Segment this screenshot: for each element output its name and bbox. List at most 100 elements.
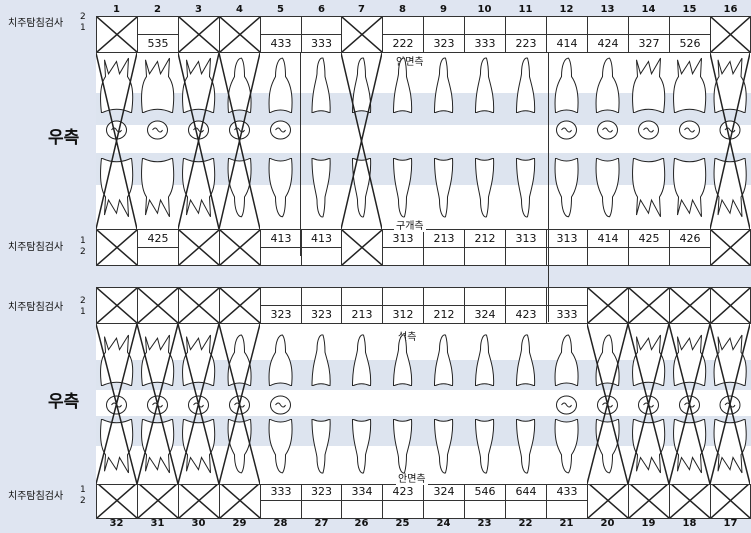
probing-depth-cell[interactable] xyxy=(464,247,506,266)
missing-tooth-cell[interactable] xyxy=(96,229,138,266)
probing-depth-cell[interactable]: 414 xyxy=(587,229,629,248)
tooth-18[interactable] xyxy=(669,324,710,484)
tooth-22[interactable] xyxy=(505,324,546,484)
tooth-9[interactable] xyxy=(423,53,464,229)
missing-tooth-cell[interactable] xyxy=(710,16,751,53)
probing-depth-cell[interactable] xyxy=(464,16,506,35)
tooth-32[interactable] xyxy=(96,324,137,484)
tooth-26[interactable] xyxy=(341,324,382,484)
probing-depth-cell[interactable] xyxy=(546,16,588,35)
missing-tooth-cell[interactable] xyxy=(178,16,220,53)
probing-depth-cell[interactable] xyxy=(464,500,506,519)
missing-tooth-cell[interactable] xyxy=(669,482,711,519)
probing-depth-cell[interactable] xyxy=(301,16,342,35)
probing-depth-cell[interactable]: 433 xyxy=(260,34,302,53)
probing-depth-cell[interactable]: 212 xyxy=(423,305,465,324)
probing-depth-cell[interactable] xyxy=(669,247,711,266)
probing-depth-cell[interactable]: 324 xyxy=(464,305,506,324)
probing-depth-cell[interactable] xyxy=(546,247,588,266)
missing-tooth-cell[interactable] xyxy=(587,482,629,519)
tooth-30[interactable] xyxy=(178,324,219,484)
probing-depth-cell[interactable]: 313 xyxy=(505,229,547,248)
tooth-19[interactable] xyxy=(628,324,669,484)
probing-depth-cell[interactable] xyxy=(546,287,588,306)
probing-depth-cell[interactable]: 313 xyxy=(546,229,588,248)
probing-depth-cell[interactable] xyxy=(341,500,383,519)
tooth-5[interactable] xyxy=(260,53,301,229)
probing-depth-cell[interactable] xyxy=(382,247,424,266)
missing-tooth-cell[interactable] xyxy=(96,16,138,53)
missing-tooth-cell[interactable] xyxy=(341,229,383,266)
tooth-21[interactable] xyxy=(546,324,587,484)
missing-tooth-cell[interactable] xyxy=(587,287,629,324)
missing-tooth-cell[interactable] xyxy=(219,16,261,53)
probing-depth-cell[interactable] xyxy=(382,16,424,35)
tooth-11[interactable] xyxy=(505,53,546,229)
missing-tooth-cell[interactable] xyxy=(178,482,220,519)
probing-depth-cell[interactable]: 323 xyxy=(260,305,302,324)
missing-tooth-cell[interactable] xyxy=(178,229,220,266)
probing-depth-cell[interactable]: 333 xyxy=(546,305,588,324)
tooth-7[interactable] xyxy=(341,53,382,229)
tooth-16[interactable] xyxy=(710,53,750,229)
tooth-31[interactable] xyxy=(137,324,178,484)
tooth-27[interactable] xyxy=(301,324,341,484)
probing-depth-cell[interactable] xyxy=(301,247,342,266)
probing-depth-cell[interactable] xyxy=(505,247,547,266)
probing-depth-cell[interactable]: 213 xyxy=(341,305,383,324)
tooth-29[interactable] xyxy=(219,324,260,484)
probing-depth-cell[interactable] xyxy=(587,247,629,266)
missing-tooth-cell[interactable] xyxy=(219,229,261,266)
missing-tooth-cell[interactable] xyxy=(710,287,751,324)
probing-depth-cell[interactable]: 526 xyxy=(669,34,711,53)
tooth-8[interactable] xyxy=(382,53,423,229)
probing-depth-cell[interactable]: 222 xyxy=(382,34,424,53)
missing-tooth-cell[interactable] xyxy=(96,482,138,519)
probing-depth-cell[interactable] xyxy=(587,16,629,35)
probing-depth-cell[interactable]: 213 xyxy=(423,229,465,248)
probing-depth-cell[interactable] xyxy=(260,287,302,306)
probing-depth-cell[interactable] xyxy=(137,247,179,266)
tooth-25[interactable] xyxy=(382,324,423,484)
probing-depth-cell[interactable]: 333 xyxy=(464,34,506,53)
tooth-6[interactable] xyxy=(301,53,341,229)
probing-depth-cell[interactable] xyxy=(423,287,465,306)
probing-depth-cell[interactable]: 212 xyxy=(464,229,506,248)
probing-depth-cell[interactable]: 312 xyxy=(382,305,424,324)
probing-depth-cell[interactable]: 414 xyxy=(546,34,588,53)
probing-depth-cell[interactable] xyxy=(505,16,547,35)
tooth-4[interactable] xyxy=(219,53,260,229)
tooth-1[interactable] xyxy=(96,53,137,229)
missing-tooth-cell[interactable] xyxy=(137,287,179,324)
probing-depth-cell[interactable] xyxy=(382,287,424,306)
probing-depth-cell[interactable]: 413 xyxy=(260,229,302,248)
probing-depth-cell[interactable] xyxy=(464,287,506,306)
probing-depth-cell[interactable]: 413 xyxy=(301,229,342,248)
tooth-20[interactable] xyxy=(587,324,628,484)
probing-depth-cell[interactable] xyxy=(137,16,179,35)
probing-depth-cell[interactable]: 327 xyxy=(628,34,670,53)
missing-tooth-cell[interactable] xyxy=(178,287,220,324)
tooth-14[interactable] xyxy=(628,53,669,229)
missing-tooth-cell[interactable] xyxy=(710,482,751,519)
probing-depth-cell[interactable]: 535 xyxy=(137,34,179,53)
probing-depth-cell[interactable]: 425 xyxy=(137,229,179,248)
probing-depth-cell[interactable]: 423 xyxy=(505,305,547,324)
probing-depth-cell[interactable] xyxy=(423,247,465,266)
missing-tooth-cell[interactable] xyxy=(219,482,261,519)
missing-tooth-cell[interactable] xyxy=(628,482,670,519)
probing-depth-cell[interactable] xyxy=(260,500,302,519)
probing-depth-cell[interactable] xyxy=(669,16,711,35)
missing-tooth-cell[interactable] xyxy=(96,287,138,324)
tooth-23[interactable] xyxy=(464,324,505,484)
tooth-15[interactable] xyxy=(669,53,710,229)
probing-depth-cell[interactable] xyxy=(505,287,547,306)
tooth-12[interactable] xyxy=(546,53,587,229)
tooth-17[interactable] xyxy=(710,324,750,484)
tooth-28[interactable] xyxy=(260,324,301,484)
probing-depth-cell[interactable] xyxy=(505,500,547,519)
missing-tooth-cell[interactable] xyxy=(219,287,261,324)
probing-depth-cell[interactable]: 323 xyxy=(423,34,465,53)
missing-tooth-cell[interactable] xyxy=(137,482,179,519)
tooth-10[interactable] xyxy=(464,53,505,229)
